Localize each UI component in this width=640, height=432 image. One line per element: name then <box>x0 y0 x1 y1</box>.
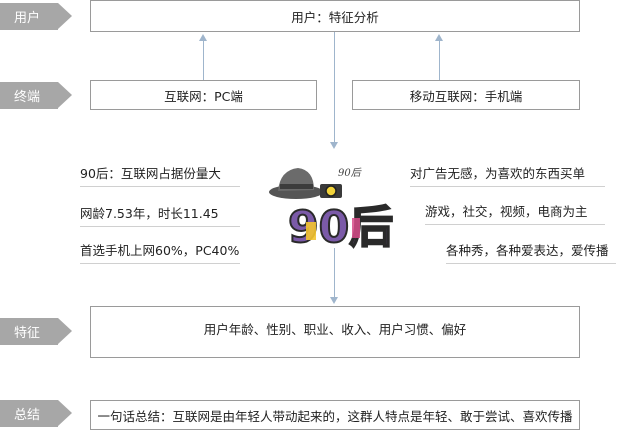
features-box: 用户年龄、性别、职业、收入、用户习惯、偏好 <box>90 306 580 358</box>
mobile-box-label: 移动互联网：手机端 <box>409 88 523 104</box>
arrow-down-icon <box>330 142 338 149</box>
camera-icon <box>320 184 342 198</box>
hat-icon <box>269 168 323 199</box>
arrow-up-icon <box>435 34 443 41</box>
top-box: 用户：特征分析 <box>90 0 580 32</box>
top-box-label: 用户：特征分析 <box>291 9 379 25</box>
arrow-up-icon <box>199 34 207 41</box>
right-note-3: 各种秀，各种爱表达，爱传播 <box>446 240 616 264</box>
label-user: 用户 <box>0 3 72 30</box>
logo-small-text: 90后 <box>338 167 362 179</box>
summary-box: 一句话总结：互联网是由年轻人带动起来的，这群人特点是年轻、敢于尝试、喜欢传播 <box>90 400 580 430</box>
features-box-label: 用户年龄、性别、职业、收入、用户习惯、偏好 <box>203 322 467 337</box>
mobile-box: 移动互联网：手机端 <box>352 80 580 110</box>
connector-pc-up <box>203 40 204 80</box>
arrow-down-icon <box>330 297 338 304</box>
logo-main-text: 90后 <box>288 202 393 252</box>
summary-box-label: 一句话总结：互联网是由年轻人带动起来的，这群人特点是年轻、敢于尝试、喜欢传播 <box>97 408 573 424</box>
connector-logo-down <box>334 248 335 298</box>
left-note-2: 网龄7.53年，时长11.45 <box>80 203 240 227</box>
connector-mobile-up <box>439 40 440 80</box>
label-features: 特征 <box>0 318 72 345</box>
90s-logo: 90后 90后 <box>269 167 394 252</box>
label-terminal: 终端 <box>0 82 72 109</box>
right-note-1: 对广告无感，为喜欢的东西买单 <box>410 163 605 187</box>
pc-box-label: 互联网：PC端 <box>164 88 243 104</box>
label-summary: 总结 <box>0 400 72 427</box>
left-note-1: 90后：互联网占据份量大 <box>80 163 240 187</box>
right-note-2: 游戏，社交，视频，电商为主 <box>425 201 605 225</box>
left-note-3: 首选手机上网60%，PC40% <box>80 240 240 264</box>
connector-center-down <box>334 32 335 142</box>
pc-box: 互联网：PC端 <box>90 80 317 110</box>
